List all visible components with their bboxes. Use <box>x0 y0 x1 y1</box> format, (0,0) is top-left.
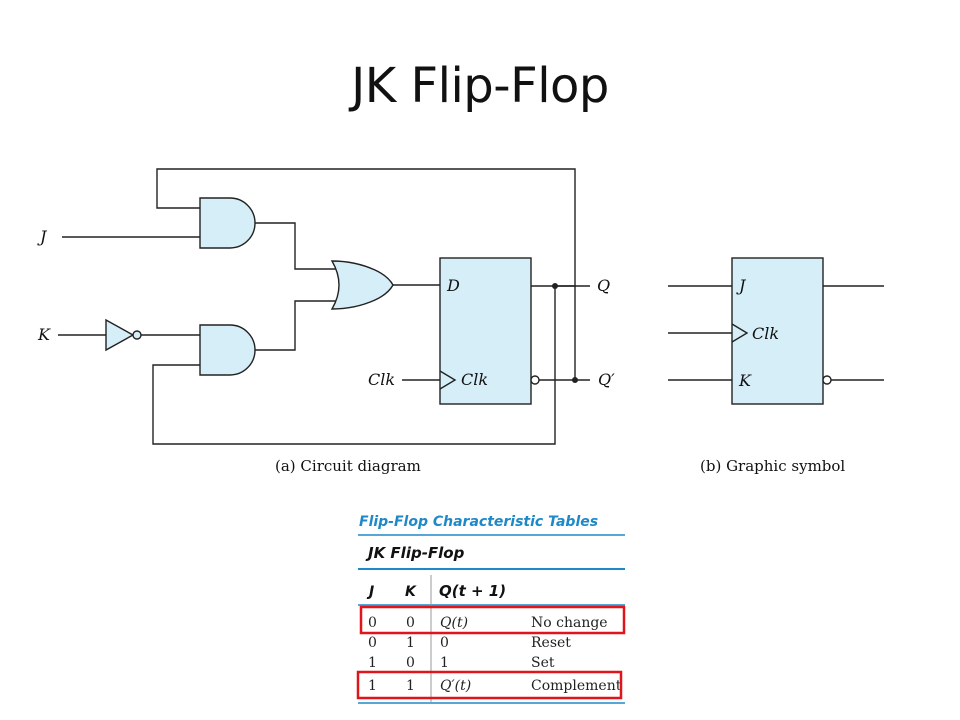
cell-j: 0 <box>368 615 377 631</box>
cell-q-next: 1 <box>440 655 449 671</box>
symbol-clk-label: Clk <box>752 324 779 343</box>
cell-k: 1 <box>406 635 415 651</box>
table-subheading: JK Flip-Flop <box>365 544 465 562</box>
symbol-k-label: K <box>738 371 752 390</box>
q-junction-dot <box>552 283 558 289</box>
cell-j: 1 <box>368 655 377 671</box>
k-input-label: K <box>37 325 51 344</box>
clk-triangle-icon <box>439 370 457 390</box>
q-prime-bubble <box>530 375 540 385</box>
symbol-j-label: J <box>736 276 747 295</box>
cell-q-next: Q′(t) <box>440 678 471 694</box>
cell-j: 1 <box>368 678 377 694</box>
slide-title: JK Flip-Flop <box>351 58 609 114</box>
cell-k: 0 <box>406 615 415 631</box>
symbol-caption: (b) Graphic symbol <box>700 457 845 475</box>
or-gate <box>330 260 394 310</box>
cell-j: 0 <box>368 635 377 651</box>
and-gate-upper <box>199 197 256 249</box>
jk-symbol-box <box>731 257 824 405</box>
cell-description: No change <box>531 615 608 631</box>
and-upper-to-or-wire <box>255 222 342 270</box>
circuit-diagram: D Clk Clk Q Q′ J K (a) Circuit diagram <box>37 168 615 475</box>
symbol-q-prime-bubble <box>822 375 832 385</box>
circuit-caption: (a) Circuit diagram <box>275 457 421 475</box>
cell-q-next: 0 <box>440 635 449 651</box>
cell-k: 0 <box>406 655 415 671</box>
cell-description: Reset <box>531 635 571 651</box>
q-output-label: Q <box>597 276 610 295</box>
clk-input-label: Clk <box>368 370 395 389</box>
and-lower-to-or-wire <box>255 300 342 351</box>
not-gate <box>105 318 135 352</box>
cell-q-next: Q(t) <box>440 615 468 631</box>
d-input-label: D <box>446 276 460 295</box>
q-prime-output-label: Q′ <box>598 370 615 389</box>
cell-description: Complement <box>531 678 622 694</box>
q-prime-feedback-wire <box>152 286 556 445</box>
characteristic-table: Flip-Flop Characteristic Tables JK Flip-… <box>356 514 626 704</box>
highlight-box-complement <box>356 670 623 700</box>
graphic-symbol: J Clk K (b) Graphic symbol <box>668 257 884 475</box>
cell-description: Set <box>531 655 555 671</box>
and-gate-lower <box>199 324 256 376</box>
not-gate-bubble <box>132 330 142 340</box>
clk-port-label: Clk <box>461 370 488 389</box>
cell-k: 1 <box>406 678 415 694</box>
column-header-k: K <box>405 584 417 600</box>
table-heading: Flip-Flop Characteristic Tables <box>359 514 598 530</box>
column-header-j: J <box>366 584 374 600</box>
highlight-box-no-change <box>359 605 626 635</box>
j-input-label: J <box>37 227 48 246</box>
symbol-clk-triangle-icon <box>731 323 749 343</box>
column-header-q-next: Q(t + 1) <box>439 582 506 600</box>
